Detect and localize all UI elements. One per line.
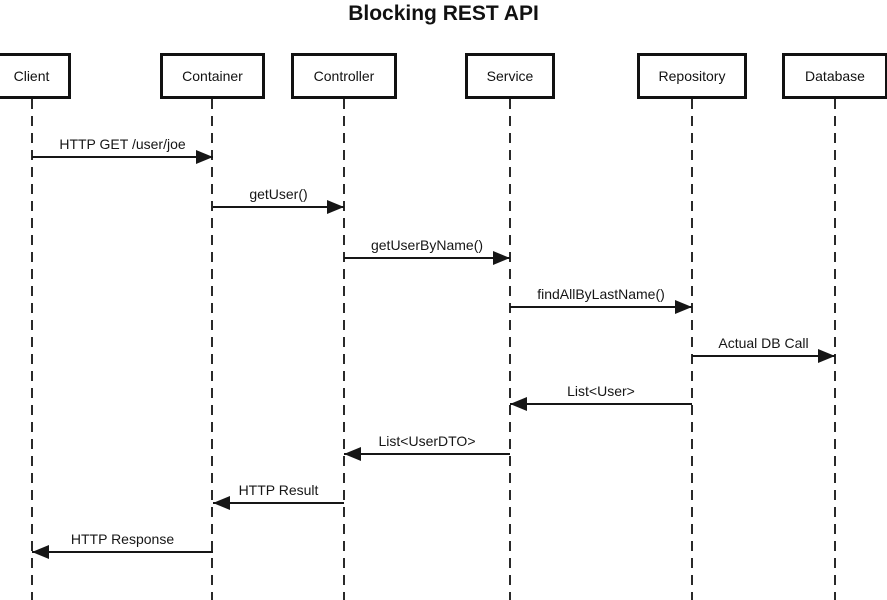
- message-line: [510, 306, 692, 308]
- message-label: HTTP Response: [70, 531, 175, 547]
- participant-box-controller: Controller: [291, 53, 397, 99]
- message-label: HTTP Result: [238, 482, 319, 498]
- diagram-title: Blocking REST API: [348, 2, 539, 25]
- arrowhead-right-icon: [327, 200, 344, 214]
- participant-box-client: Client: [0, 53, 71, 99]
- participant-label-container: Container: [182, 68, 243, 84]
- participant-label-repository: Repository: [658, 68, 726, 84]
- participant-box-database: Database: [782, 53, 887, 99]
- arrowhead-right-icon: [675, 300, 692, 314]
- lifeline-service: [509, 99, 511, 600]
- message-line: [32, 156, 213, 158]
- message-label: Actual DB Call: [718, 335, 809, 351]
- arrowhead-left-icon: [213, 496, 230, 510]
- message-label: List<UserDTO>: [378, 433, 476, 449]
- arrowhead-right-icon: [493, 251, 510, 265]
- lifeline-database: [834, 99, 836, 600]
- message-line: [213, 206, 344, 208]
- participant-label-service: Service: [486, 68, 534, 84]
- participant-box-repository: Repository: [637, 53, 747, 99]
- message-line: [344, 453, 510, 455]
- message-line: [510, 403, 692, 405]
- arrowhead-left-icon: [32, 545, 49, 559]
- message-line: [213, 502, 344, 504]
- lifeline-repository: [691, 99, 693, 600]
- message-label: HTTP GET /user/joe: [59, 136, 186, 152]
- message-label: getUser(): [249, 186, 308, 202]
- participant-box-service: Service: [465, 53, 555, 99]
- participant-box-container: Container: [160, 53, 265, 99]
- lifeline-controller: [343, 99, 345, 600]
- participant-label-database: Database: [805, 68, 865, 84]
- message-label: findAllByLastName(): [537, 286, 665, 302]
- message-label: getUserByName(): [370, 237, 484, 253]
- arrowhead-right-icon: [818, 349, 835, 363]
- message-line: [344, 257, 510, 259]
- arrowhead-right-icon: [196, 150, 213, 164]
- lifeline-container: [211, 99, 213, 600]
- message-label: List<User>: [567, 383, 635, 399]
- arrowhead-left-icon: [344, 447, 361, 461]
- arrowhead-left-icon: [510, 397, 527, 411]
- message-line: [32, 551, 213, 553]
- lifeline-client: [31, 99, 33, 600]
- participant-label-client: Client: [13, 68, 50, 84]
- participant-label-controller: Controller: [313, 68, 375, 84]
- message-line: [692, 355, 835, 357]
